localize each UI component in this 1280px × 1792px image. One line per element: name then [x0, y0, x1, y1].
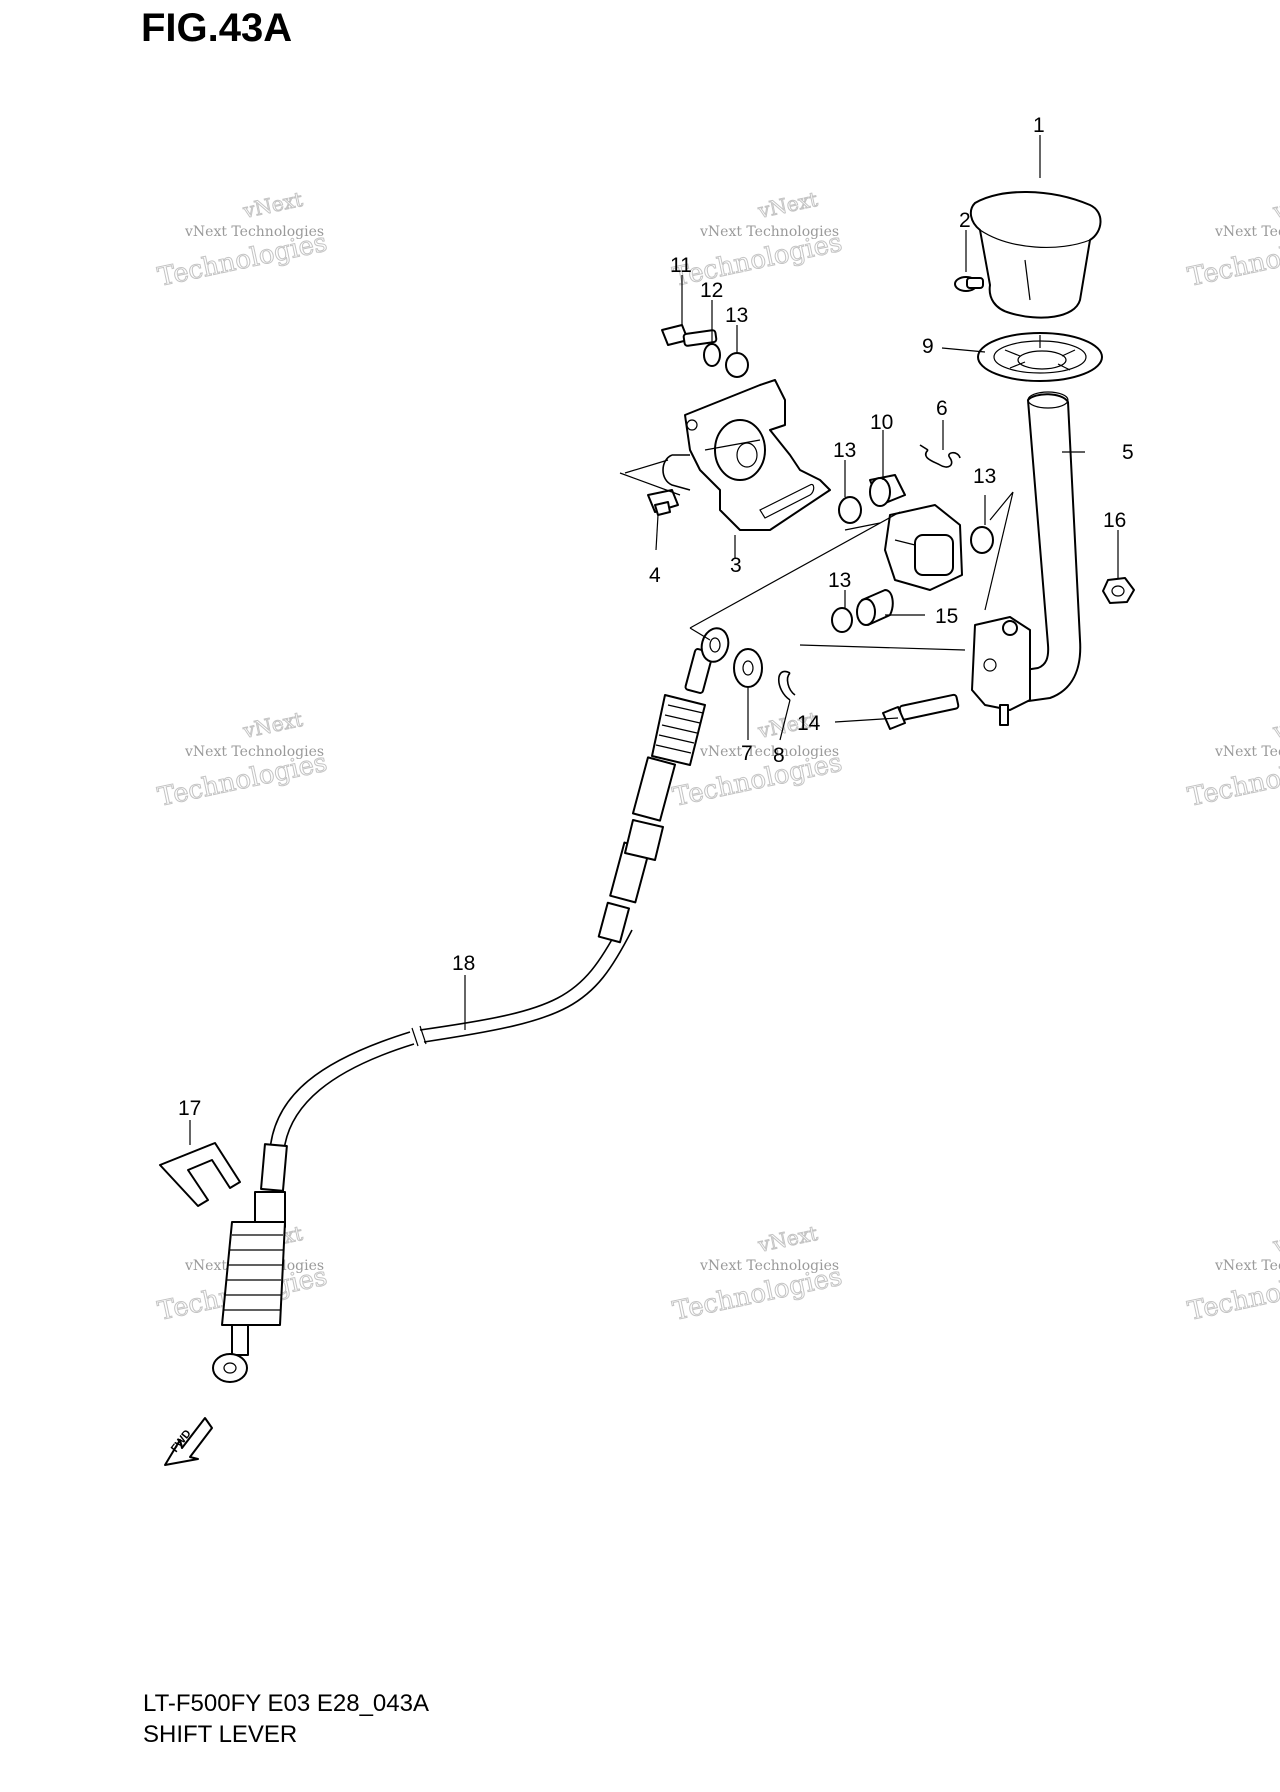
model-code: LT-F500FY E03 E28_043A [143, 1690, 429, 1717]
pivot-bracket [971, 616, 1031, 726]
watermark-top-4: vNext [240, 707, 305, 743]
callout-7: 7 [741, 742, 753, 765]
part-14-bolt [882, 693, 960, 730]
callout-5: 5 [1122, 441, 1134, 464]
part-16-nut [1102, 577, 1135, 604]
watermark-6: vNext vNext Technologies Technologies [1185, 706, 1280, 813]
assembly-guide-lines [619, 439, 1014, 651]
watermark-text-8: vNext Technologies [699, 1258, 839, 1274]
part-5-shift-lever [991, 391, 1082, 706]
part-8-clip [777, 670, 796, 701]
part-2-screw [954, 276, 984, 292]
watermark-4: vNext vNext Technologies Technologies [155, 706, 331, 813]
watermark-top-6: vNext [1270, 707, 1280, 743]
part-15-pin [856, 589, 894, 626]
watermark-top-3: vNext [1270, 187, 1280, 223]
callout-1: 1 [1033, 114, 1045, 137]
select-arm [884, 504, 963, 591]
callout-14: 14 [797, 712, 821, 735]
watermark-text-1: vNext Technologies [184, 224, 324, 240]
callout-6: 6 [936, 397, 948, 420]
callout-16: 16 [1103, 509, 1126, 532]
callout-12: 12 [700, 279, 723, 302]
watermark-top-1: vNext [240, 187, 305, 223]
callout-2: 2 [959, 209, 971, 232]
watermark-top-8: vNext [755, 1221, 820, 1257]
forward-arrow-icon: FWD [164, 1417, 213, 1466]
callout-4: 4 [649, 564, 661, 587]
part-3-bracket [662, 379, 831, 531]
watermark-3: vNext vNext Technologies Technologies [1185, 186, 1280, 293]
cable-lower-end [212, 1143, 288, 1383]
part-18-cable [212, 627, 730, 1383]
part-13-washer-lower [831, 607, 853, 633]
callout-17: 17 [178, 1097, 201, 1120]
figure-title: FIG.43A [141, 6, 293, 50]
watermark-text-6: vNext Technologies [1214, 744, 1280, 760]
part-6-spring [919, 444, 961, 468]
callout-15: 15 [935, 605, 958, 628]
watermark-2: vNext vNext Technologies Technologies [670, 186, 846, 293]
callout-13-top: 13 [725, 304, 748, 327]
callout-9: 9 [922, 335, 934, 358]
callout-numbers: 1 2 3 4 5 6 7 8 9 10 11 12 13 13 13 13 1… [178, 114, 1134, 1120]
part-11-bolt [661, 324, 718, 347]
watermark-top-9: vNext [1270, 1221, 1280, 1257]
callout-13-lower: 13 [828, 569, 851, 592]
callout-10: 10 [870, 411, 893, 434]
part-4-bolt [647, 489, 679, 516]
part-13-washer-right [970, 526, 994, 554]
figure-name: SHIFT LEVER [143, 1721, 298, 1748]
callout-11: 11 [670, 254, 692, 277]
callout-13-mid: 13 [833, 439, 856, 462]
watermark-text-4: vNext Technologies [184, 744, 324, 760]
watermark-text-3: vNext Technologies [1214, 224, 1280, 240]
watermark-1: vNext vNext Technologies Technologies [155, 186, 331, 293]
part-9-boot [977, 332, 1103, 382]
cable-upper-end [597, 627, 730, 944]
part-13-washer-top [725, 352, 749, 378]
part-1-knob [969, 191, 1102, 319]
watermark-text-9: vNext Technologies [1214, 1258, 1280, 1274]
part-10-joint [869, 474, 906, 507]
part-17-clip [159, 1142, 241, 1207]
callout-8: 8 [773, 744, 785, 767]
watermark-top-2: vNext [755, 187, 820, 223]
leader-lines [189, 135, 1119, 1145]
part-13-washer-mid [838, 496, 862, 524]
callout-3: 3 [730, 554, 742, 577]
watermark-8: vNext vNext Technologies Technologies [670, 1220, 846, 1327]
callout-13-right: 13 [973, 465, 996, 488]
watermark-text-2: vNext Technologies [699, 224, 839, 240]
part-7-washer [733, 648, 763, 688]
watermark-text-5: vNext Technologies [699, 744, 839, 760]
part-12-washer [703, 343, 721, 367]
watermark-9: vNext vNext Technologies Technologies [1185, 1220, 1280, 1327]
callout-18: 18 [452, 952, 475, 975]
